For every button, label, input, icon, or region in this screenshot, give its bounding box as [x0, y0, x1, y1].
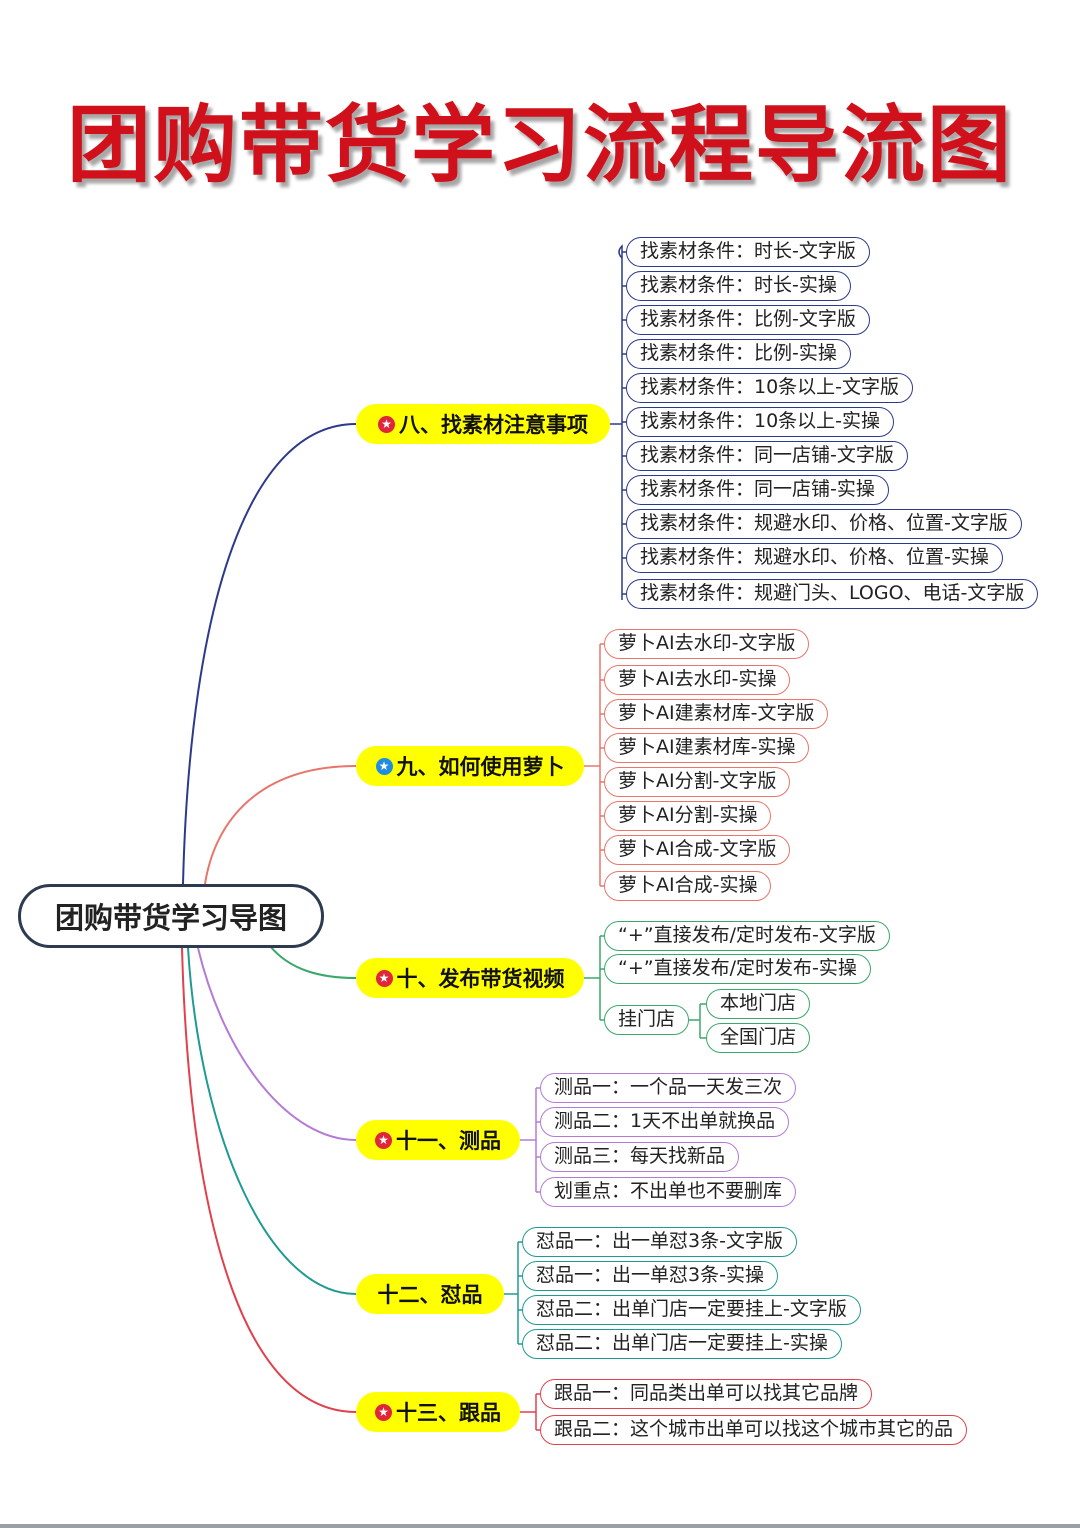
branch-label: 十、发布带货视频	[396, 967, 565, 991]
leaf-node: 怼品一：出一单怼3条-实操	[522, 1261, 778, 1291]
bottom-divider	[0, 1524, 1080, 1528]
leaf-node: 找素材条件：时长-文字版	[626, 237, 870, 267]
edge-root-b8	[182, 423, 357, 885]
leaf-node: 划重点：不出单也不要删库	[540, 1177, 797, 1207]
star-icon: ★	[375, 1403, 392, 1421]
leaf-node: 找素材条件：规避水印、价格、位置-实操	[626, 543, 1003, 573]
leaf-node: 找素材条件：规避水印、价格、位置-文字版	[626, 509, 1022, 539]
leaf-node: 萝卜AI建素材库-文字版	[604, 699, 829, 729]
edge-root-b12	[187, 947, 357, 1295]
leaf-node: 测品一：一个品一天发三次	[540, 1073, 797, 1103]
branch-9: ★ 九、如何使用萝卜	[356, 746, 584, 786]
leaf-node: 找素材条件：同一店铺-实操	[626, 475, 889, 505]
star-icon: ★	[375, 757, 393, 775]
edge-root-b10	[269, 945, 357, 979]
root-node: 团购带货学习导图	[18, 884, 324, 948]
edge-root-b11	[197, 947, 357, 1141]
leaf-node: 测品二：1天不出单就换品	[540, 1107, 790, 1137]
branch-12: 十二、怼品	[356, 1274, 504, 1314]
leaf-node: 萝卜AI分割-实操	[604, 801, 772, 831]
branch-8: ★ 八、找素材注意事项	[356, 404, 610, 444]
branch-label: 八、找素材注意事项	[399, 413, 588, 437]
leaf-node: 怼品一：出一单怼3条-文字版	[522, 1227, 797, 1257]
leaf-node: “+”直接发布/定时发布-实操	[604, 954, 871, 984]
star-icon: ★	[378, 415, 395, 433]
leaf-node: 找素材条件：比例-实操	[626, 339, 851, 369]
leaf-node: 找素材条件：比例-文字版	[626, 305, 870, 335]
branch-10: ★ 十、发布带货视频	[356, 958, 584, 998]
leaf-node: 萝卜AI分割-文字版	[604, 767, 791, 797]
leaf-node: 测品三：每天找新品	[540, 1142, 740, 1172]
leaf-node: 萝卜AI去水印-实操	[604, 665, 791, 695]
leaf-node: 找素材条件：10条以上-实操	[626, 407, 895, 437]
leaf-node: 找素材条件：同一店铺-文字版	[626, 441, 908, 471]
branch-label: 十三、跟品	[396, 1401, 501, 1425]
leaf-node: 跟品二：这个城市出单可以找这个城市其它的品	[540, 1415, 968, 1445]
leaf-node: 找素材条件：10条以上-文字版	[626, 373, 914, 403]
branch-label: 十二、怼品	[377, 1283, 483, 1307]
leaf-node: 找素材条件：规避门头、LOGO、电话-文字版	[626, 579, 1039, 609]
branch-13: ★ 十三、跟品	[356, 1392, 520, 1432]
edge-root-b9	[204, 765, 357, 885]
star-icon: ★	[375, 1131, 392, 1149]
leaf-node: 怼品二：出单门店一定要挂上-实操	[522, 1329, 842, 1359]
leaf-node: 全国门店	[706, 1023, 811, 1053]
leaf-node: 挂门店	[604, 1005, 690, 1035]
leaf-node: “+”直接发布/定时发布-文字版	[604, 921, 890, 951]
leaf-node: 萝卜AI建素材库-实操	[604, 733, 810, 763]
leaf-node: 萝卜AI去水印-文字版	[604, 629, 810, 659]
leaf-node: 本地门店	[706, 989, 811, 1019]
branch-11: ★ 十一、测品	[356, 1120, 520, 1160]
leaf-node: 跟品一：同品类出单可以找其它品牌	[540, 1379, 873, 1409]
leaf-node: 找素材条件：时长-实操	[626, 271, 851, 301]
leaf-node: 怼品二：出单门店一定要挂上-文字版	[522, 1295, 861, 1325]
branch-label: 九、如何使用萝卜	[396, 755, 565, 779]
page-title: 团购带货学习流程导流图	[66, 96, 1013, 194]
branch-label: 十一、测品	[396, 1129, 501, 1153]
edge-root-b13	[181, 947, 357, 1413]
leaf-node: 萝卜AI合成-文字版	[604, 835, 791, 865]
star-icon: ★	[375, 969, 393, 987]
leaf-node: 萝卜AI合成-实操	[604, 871, 772, 901]
